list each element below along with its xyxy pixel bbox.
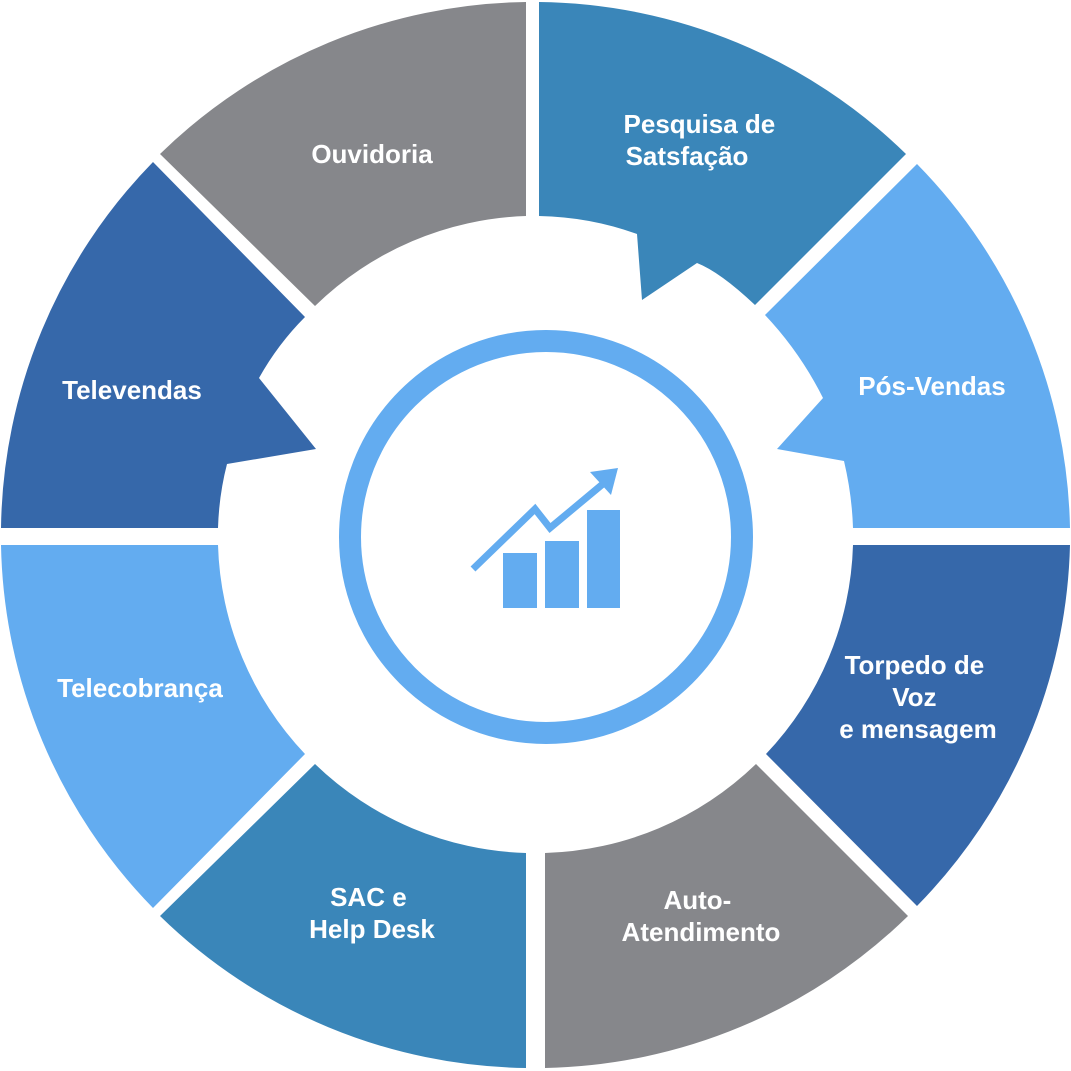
segment-torpedo-shape [766,545,1070,906]
svg-text:Pesquisa de Satsfação: Pesquisa de Satsfação [624,109,783,171]
segment-pos-vendas: Pós-Vendas [765,164,1070,528]
segment-sac-label-line-2: Help Desk [309,914,435,944]
segment-telecobranca: Telecobrança [1,545,305,908]
segment-sac-label-line-1: SAC e [330,882,407,912]
segment-pos-vendas-label: Pós-Vendas [858,371,1005,401]
segment-pos-vendas-shape [765,164,1070,528]
svg-text:Pós-Vendas: Pós-Vendas [858,371,1005,401]
segment-auto-atendimento-shape [545,764,908,1068]
segment-sac-shape [160,764,526,1068]
segment-torpedo-de-voz: Torpedo de Voz e mensagem [766,545,1070,906]
svg-text:SAC e Help Desk: SAC e Help Desk [309,882,435,944]
segment-televendas: Televendas [1,162,316,528]
segment-televendas-shape [1,162,316,528]
growth-chart-arrow-head [590,468,618,495]
svg-text:Ouvidoria: Ouvidoria [311,139,433,169]
segment-telecobranca-shape [1,545,305,908]
segment-sac-help-desk: SAC e Help Desk [160,764,526,1068]
growth-chart-icon [470,468,620,608]
segment-ouvidoria-shape [160,2,526,306]
segment-auto-atendimento: Auto- Atendimento [545,764,908,1068]
segment-telecobranca-label: Telecobrança [57,673,223,703]
svg-text:Telecobrança: Telecobrança [57,673,223,703]
segment-televendas-label: Televendas [62,375,202,405]
segment-torpedo-label-line-3: e mensagem [839,714,997,744]
growth-chart-trend-line [470,480,607,572]
segment-pesquisa-label-line-2: Satsfação [626,141,749,171]
svg-text:Torpedo de Voz e m: Torpedo de Voz e mensagem [839,650,997,744]
growth-chart-bar-1 [503,553,537,608]
segment-ouvidoria: Ouvidoria [160,2,526,306]
growth-chart-bar-3 [587,510,620,608]
segment-auto-atendimento-label-line-2: Atendimento [622,917,781,947]
center-ring [339,330,753,744]
segment-pesquisa-label-line-1: Pesquisa de [624,109,776,139]
segment-pesquisa-de-satisfacao: Pesquisa de Satsfação [539,2,906,305]
segment-pesquisa-shape [539,2,906,305]
svg-text:Televendas: Televendas [62,375,202,405]
growth-chart-bar-2 [545,541,579,608]
segment-torpedo-label-line-1: Torpedo de [845,650,985,680]
segment-ouvidoria-label: Ouvidoria [311,139,433,169]
segment-torpedo-label-line-2: Voz [892,682,936,712]
svg-text:Auto- Atendimento: Auto- Atendimento [622,885,781,947]
segment-auto-atendimento-label-line-1: Auto- [663,885,731,915]
